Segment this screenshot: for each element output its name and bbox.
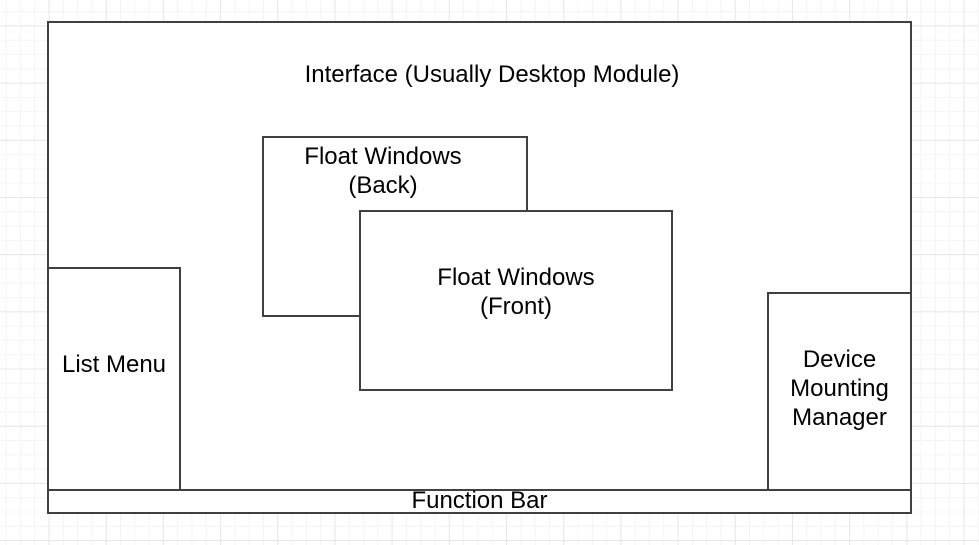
function-bar-box[interactable]: Function Bar	[47, 487, 912, 515]
device-mounting-manager-box[interactable]: Device Mounting Manager	[767, 292, 912, 491]
function-bar-label: Function Bar	[411, 487, 548, 515]
interface-container-label: Interface (Usually Desktop Module)	[304, 61, 680, 88]
float-windows-front-label: Float Windows (Front)	[437, 264, 595, 320]
float-windows-front-box[interactable]: Float Windows (Front)	[359, 210, 673, 391]
list-menu-box[interactable]: List Menu	[47, 267, 181, 491]
float-windows-back-label: Float Windows (Back)	[304, 143, 462, 199]
device-mounting-manager-label: Device Mounting Manager	[790, 346, 889, 431]
list-menu-label: List Menu	[61, 351, 167, 378]
